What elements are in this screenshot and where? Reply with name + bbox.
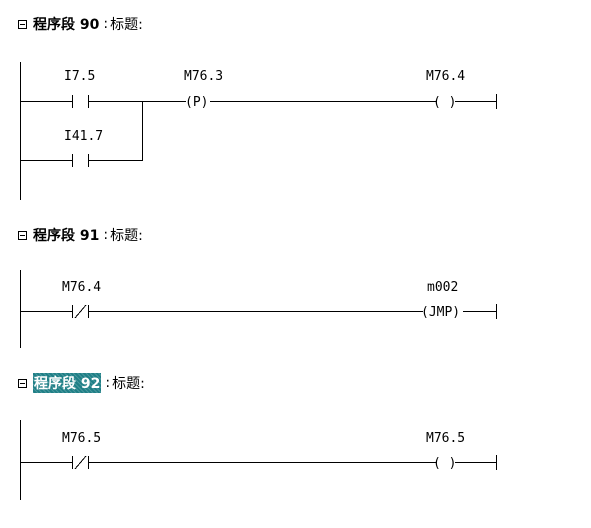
output-coil[interactable]: ( ) bbox=[433, 95, 456, 110]
network-label[interactable]: 程序段 91 bbox=[33, 228, 100, 244]
edge-address: M76.3 bbox=[184, 69, 223, 84]
jump-coil[interactable]: (JMP) bbox=[421, 305, 460, 320]
collapse-icon[interactable] bbox=[18, 378, 27, 388]
network-title[interactable]: 标题: bbox=[110, 228, 143, 244]
network-92-header[interactable]: 程序段 92 : 标题: bbox=[18, 373, 145, 393]
contact-address: M76.4 bbox=[62, 280, 101, 295]
contact-address: M76.5 bbox=[62, 431, 101, 446]
coil-address: M76.5 bbox=[426, 431, 465, 446]
title-separator: : bbox=[103, 227, 109, 243]
network-91-header[interactable]: 程序段 91 : 标题: bbox=[18, 225, 143, 245]
output-coil[interactable]: ( ) bbox=[433, 456, 456, 471]
network-label[interactable]: 程序段 90 bbox=[33, 17, 100, 33]
network-title[interactable]: 标题: bbox=[110, 17, 143, 33]
network-90-header[interactable]: 程序段 90 : 标题: bbox=[18, 14, 143, 34]
jump-label-address: m002 bbox=[427, 280, 458, 295]
coil-address: M76.4 bbox=[426, 69, 465, 84]
title-separator: : bbox=[105, 375, 111, 391]
contact-address: I7.5 bbox=[64, 69, 95, 84]
title-separator: : bbox=[103, 16, 109, 32]
collapse-icon[interactable] bbox=[18, 19, 27, 29]
network-title[interactable]: 标题: bbox=[112, 376, 145, 392]
network-label-selected[interactable]: 程序段 92 bbox=[33, 373, 102, 393]
positive-edge-coil[interactable]: (P) bbox=[185, 95, 208, 110]
contact-nc[interactable] bbox=[72, 455, 89, 470]
contact-address: I41.7 bbox=[64, 129, 103, 144]
collapse-icon[interactable] bbox=[18, 230, 27, 240]
